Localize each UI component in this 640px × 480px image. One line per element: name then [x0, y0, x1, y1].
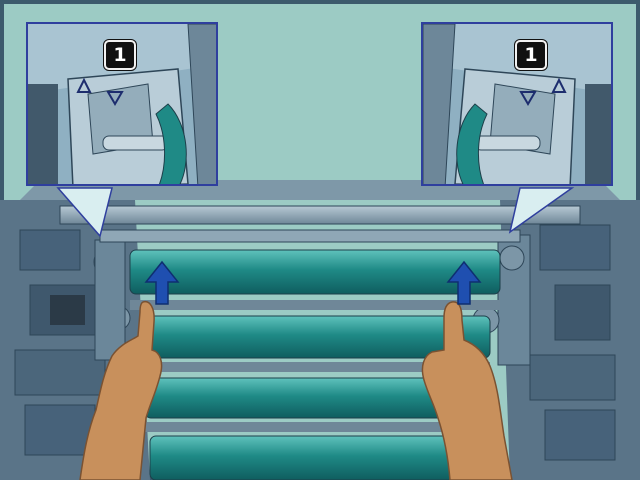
zoom-callout-left: 1: [26, 22, 218, 186]
cross-bar-top: [60, 206, 580, 224]
cross-bar-second: [100, 230, 520, 242]
roller-4: [150, 436, 490, 480]
step-number-badge: 1: [515, 40, 547, 70]
step-number-badge: 1: [104, 40, 136, 70]
roller-1: [130, 250, 500, 294]
zoom-callout-right: 1: [421, 22, 613, 186]
